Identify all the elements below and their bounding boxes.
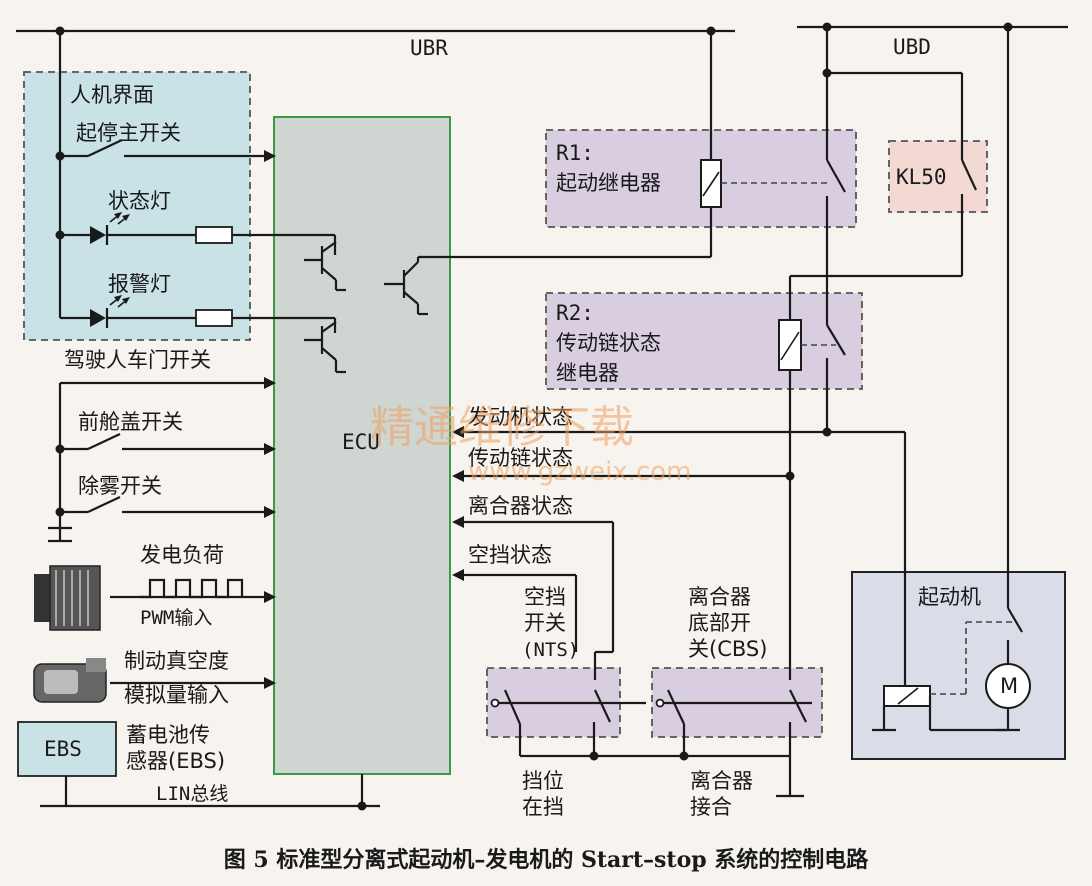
transistor-icon — [304, 321, 346, 374]
driver-door-switch-label: 驾驶人车门开关 — [64, 348, 211, 372]
generator-icon — [34, 565, 101, 631]
watermark-url: www.gzweix.com — [468, 457, 692, 487]
driveline-state-label: 传动链状态 — [468, 446, 573, 470]
led-icon — [90, 309, 106, 327]
cbs-label-3: 关(CBS) — [688, 637, 767, 661]
battery-sensor-label: 蓄电池传 — [126, 723, 210, 747]
ubd-label: UBD — [893, 35, 931, 59]
ecu-label: ECU — [342, 430, 380, 454]
engine-state-label: 发动机状态 — [468, 405, 573, 429]
neutral-state-label: 空挡状态 — [468, 543, 552, 567]
pwm-waveform-icon — [140, 578, 244, 599]
hmi-title: 人机界面 — [70, 83, 154, 107]
clutch-state-label: 离合器状态 — [468, 494, 573, 518]
start-stop-switch-label: 起停主开关 — [76, 121, 181, 145]
r1-id-label: R1: — [556, 141, 594, 165]
resistor-icon — [195, 309, 233, 327]
pwm-input-label: PWM输入 — [140, 607, 212, 629]
clutch-engaged-label: 离合器 — [690, 769, 753, 793]
motor-label: M — [1000, 674, 1018, 698]
warning-lamp-label: 报警灯 — [108, 272, 171, 296]
hmi-box — [23, 71, 251, 341]
cbs-label: 离合器 — [688, 585, 751, 609]
nts-label-2: 开关 — [524, 611, 566, 635]
r2-id-label: R2: — [556, 301, 594, 325]
starter-box — [851, 571, 1066, 760]
r1-name-label: 起动继电器 — [556, 171, 661, 195]
ubr-label: UBR — [410, 36, 448, 60]
watermark-title: 精通维修下载 — [370, 402, 634, 453]
gear-engaged-label-2: 在挡 — [522, 795, 564, 819]
r2-name-label: 传动链状态 — [556, 331, 661, 355]
lin-bus-label: LIN总线 — [156, 783, 228, 805]
vacuum-sensor-icon — [33, 658, 107, 703]
brake-vacuum-label: 制动真空度 — [124, 649, 229, 673]
r2-name-label-2: 继电器 — [556, 361, 619, 385]
led-icon — [90, 226, 106, 244]
status-lamp-label: 状态灯 — [108, 189, 171, 213]
battery-sensor-label-2: 感器(EBS) — [126, 749, 225, 773]
resistor-icon — [195, 226, 233, 244]
nts-label: 空挡 — [524, 585, 566, 609]
kl50-label: KL50 — [896, 165, 947, 189]
hood-switch-label: 前舱盖开关 — [78, 410, 183, 434]
nts-label-3: (NTS) — [522, 639, 579, 661]
figure-caption: 图 5 标准型分离式起动机–发电机的 Start–stop 系统的控制电路 — [223, 847, 869, 873]
transistor-icon — [384, 261, 428, 316]
ebs-box — [17, 721, 117, 777]
transistor-icon — [304, 241, 346, 292]
ecu-box — [273, 116, 451, 775]
r2-relay-box — [545, 292, 863, 390]
starter-label: 起动机 — [918, 585, 981, 609]
generator-load-label: 发电负荷 — [140, 543, 224, 567]
defog-switch-label: 除雾开关 — [78, 474, 162, 498]
analog-input-label: 模拟量输入 — [124, 683, 229, 707]
clutch-engaged-label-2: 接合 — [690, 795, 732, 819]
gear-engaged-label: 挡位 — [522, 769, 564, 793]
ebs-box-label: EBS — [44, 737, 82, 761]
cbs-label-2: 底部开 — [688, 611, 751, 635]
